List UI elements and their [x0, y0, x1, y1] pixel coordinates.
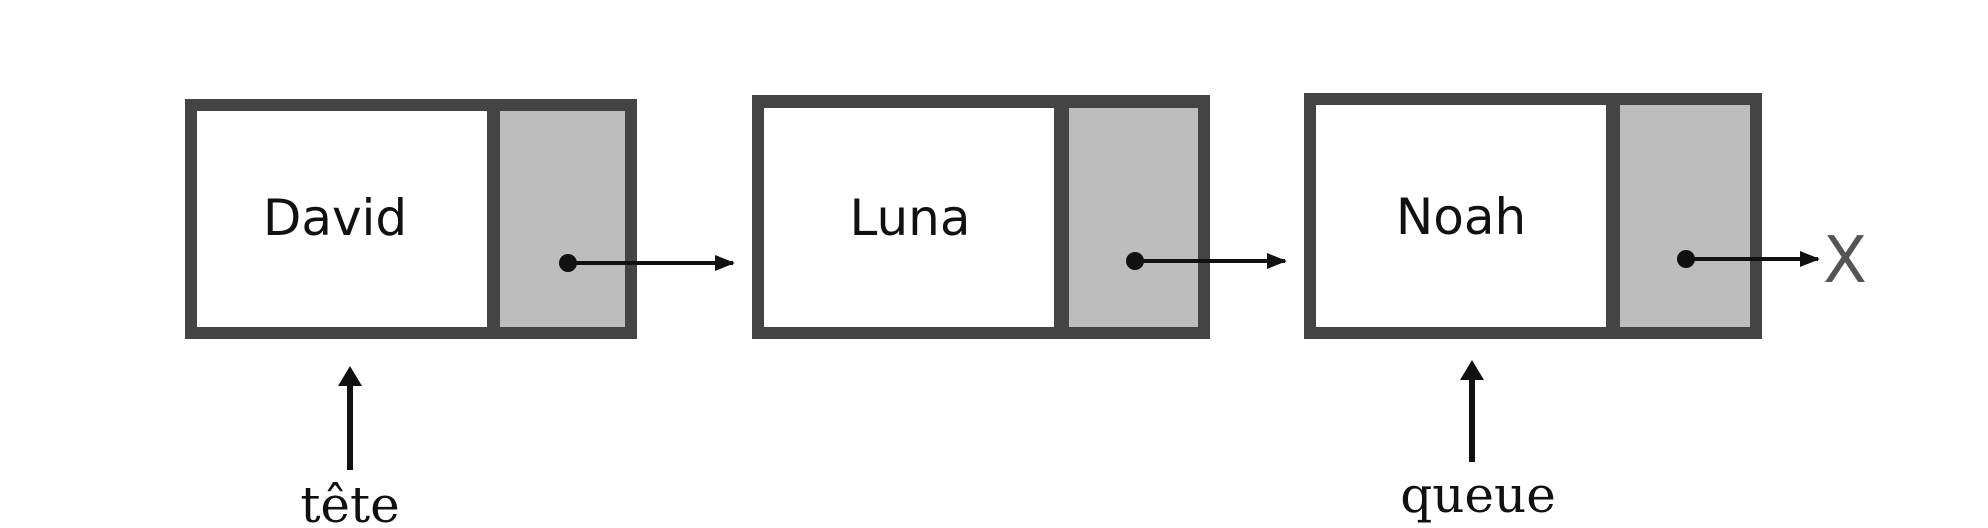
null-marker: X — [1823, 224, 1867, 298]
node-1-next-field — [500, 111, 625, 327]
node-2-value: Luna — [850, 189, 971, 247]
tail-label: queue — [1400, 466, 1556, 524]
head-label: tête — [300, 476, 399, 528]
node-3-data-field — [1316, 105, 1606, 327]
node-1-data-field — [197, 111, 487, 327]
head-arrowhead — [338, 366, 362, 386]
node-3-next-field — [1620, 105, 1750, 327]
tail-pointer: queue — [1400, 360, 1556, 524]
node-1-value: David — [263, 189, 407, 247]
node-3-value: Noah — [1396, 188, 1526, 246]
list-node-3: Noah X — [1304, 93, 1867, 339]
node-2-next-field — [1069, 108, 1198, 327]
node-2-data-field — [764, 108, 1054, 327]
head-pointer: tête — [300, 366, 400, 528]
list-node-2: Luna — [752, 95, 1287, 339]
tail-arrowhead — [1460, 360, 1484, 380]
list-node-1: David — [185, 99, 735, 339]
